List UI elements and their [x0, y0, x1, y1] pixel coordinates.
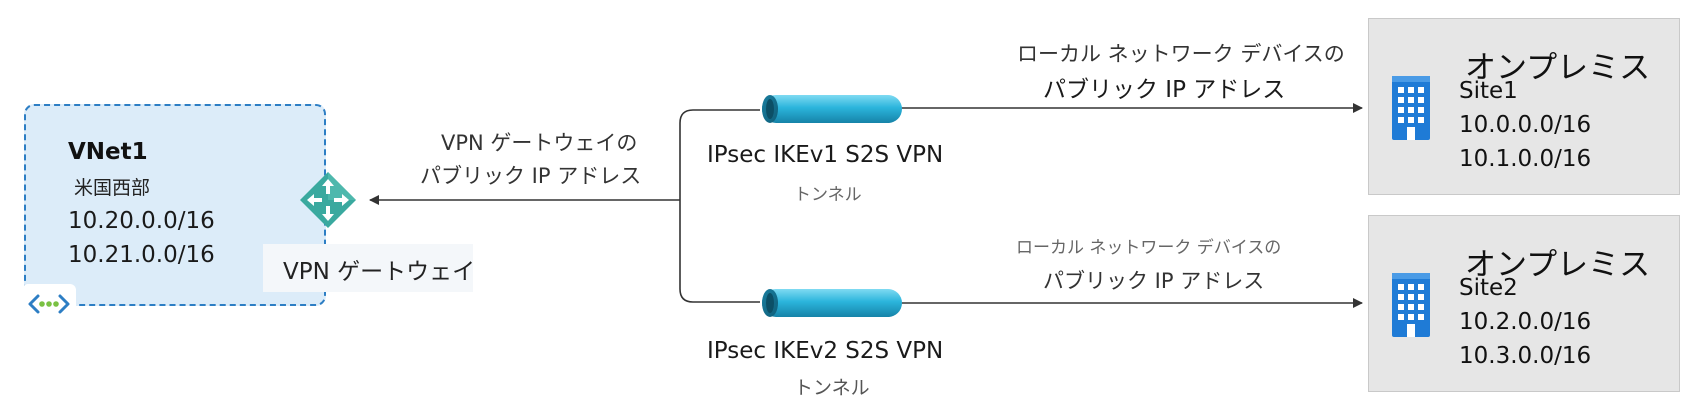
site-1-name: Site1 — [1459, 78, 1518, 104]
site-1-title: オンプレミス — [1465, 50, 1651, 86]
site-1-address-2: 10.1.0.0/16 — [1459, 146, 1592, 172]
vpn-gateway-icon — [298, 170, 358, 230]
site-2-address-2: 10.3.0.0/16 — [1459, 343, 1592, 369]
vnet-title: VNet1 — [68, 139, 148, 165]
vnet-address-1: 10.20.0.0/16 — [68, 208, 215, 234]
site-1-address-1: 10.0.0.0/16 — [1459, 112, 1592, 138]
vnet-region: 米国西部 — [74, 177, 151, 199]
local-device-2-label-line2: パブリック IP アドレス — [1043, 269, 1265, 293]
local-device-1-label-line2: パブリック IP アドレス — [1043, 77, 1286, 103]
local-device-2-label-line1: ローカル ネットワーク デバイスの — [1016, 238, 1282, 258]
gateway-public-ip-label-line1: VPN ゲートウェイの — [441, 131, 638, 155]
gateway-label: VPN ゲートウェイ — [283, 259, 476, 285]
building-icon — [1392, 273, 1430, 337]
building-icon — [1392, 76, 1430, 140]
site-2-name: Site2 — [1459, 275, 1518, 301]
tunnel-1-name: IPsec IKEv1 S2S VPN — [707, 142, 944, 168]
tunnel-2-pipe — [762, 289, 902, 317]
local-device-1-label-line1: ローカル ネットワーク デバイスの — [1017, 42, 1345, 66]
gateway-public-ip-label-line2: パブリック IP アドレス — [420, 164, 642, 188]
tunnel-1-sub: トンネル — [794, 185, 862, 205]
gateway-label-background — [263, 244, 473, 292]
vnet-address-2: 10.21.0.0/16 — [68, 242, 215, 268]
tunnel-2-name: IPsec IKEv2 S2S VPN — [707, 338, 944, 364]
virtual-network-icon — [22, 284, 76, 324]
site-2-address-1: 10.2.0.0/16 — [1459, 309, 1592, 335]
site-2-title: オンプレミス — [1465, 247, 1651, 283]
tunnel-1-pipe — [762, 95, 902, 123]
trunk-line — [369, 109, 760, 303]
tunnel-2-sub: トンネル — [794, 377, 870, 399]
